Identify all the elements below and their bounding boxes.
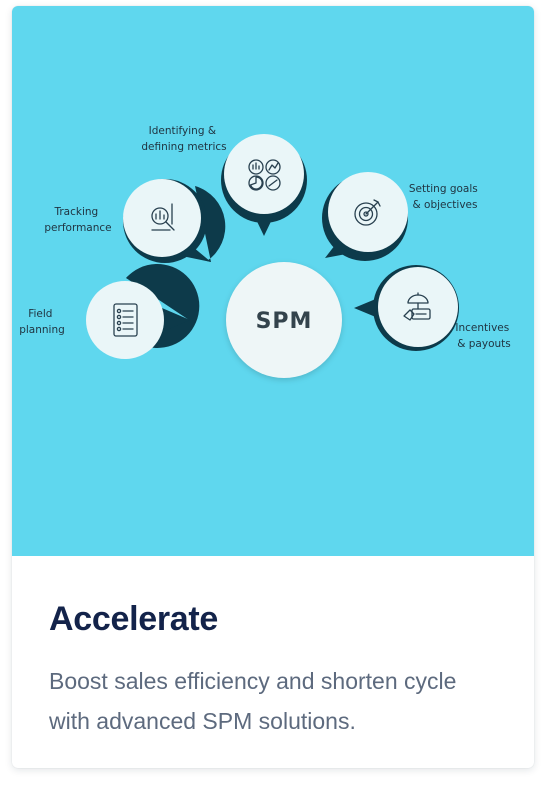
metrics-grid-icon	[248, 159, 281, 191]
card-body: Accelerate Boost sales efficiency and sh…	[49, 600, 489, 741]
node-identifying-metrics: Identifying & defining metrics	[141, 125, 307, 236]
node-circle	[86, 281, 164, 359]
node-setting-goals: Setting goals & objectives	[322, 172, 481, 261]
node-label: Field planning	[19, 308, 65, 336]
payout-umbrella-icon	[403, 292, 431, 321]
spm-diagram: SPM Field planning	[19, 125, 512, 378]
center-label: SPM	[256, 309, 313, 334]
node-label: Identifying & defining metrics	[141, 125, 226, 153]
node-field-planning: Field planning	[19, 264, 200, 359]
node-circle	[123, 179, 201, 257]
node-label: Setting goals & objectives	[409, 183, 481, 211]
checklist-icon	[113, 303, 138, 337]
target-icon	[354, 199, 381, 226]
center-node: SPM	[226, 262, 342, 378]
card-description: Boost sales efficiency and shorten cycle…	[49, 668, 457, 734]
card-title: Accelerate	[49, 600, 219, 638]
spm-diagram-panel: SPM Field planning	[12, 6, 534, 556]
node-incentives-payouts: Incentives & payouts	[354, 265, 512, 351]
magnifier-chart-icon	[151, 203, 175, 231]
node-label: Tracking performance	[44, 206, 111, 234]
node-label: Incentives & payouts	[455, 322, 512, 350]
node-circle	[224, 134, 304, 214]
node-tracking-performance: Tracking performance	[44, 179, 226, 263]
feature-card: SPM Field planning	[12, 6, 534, 768]
